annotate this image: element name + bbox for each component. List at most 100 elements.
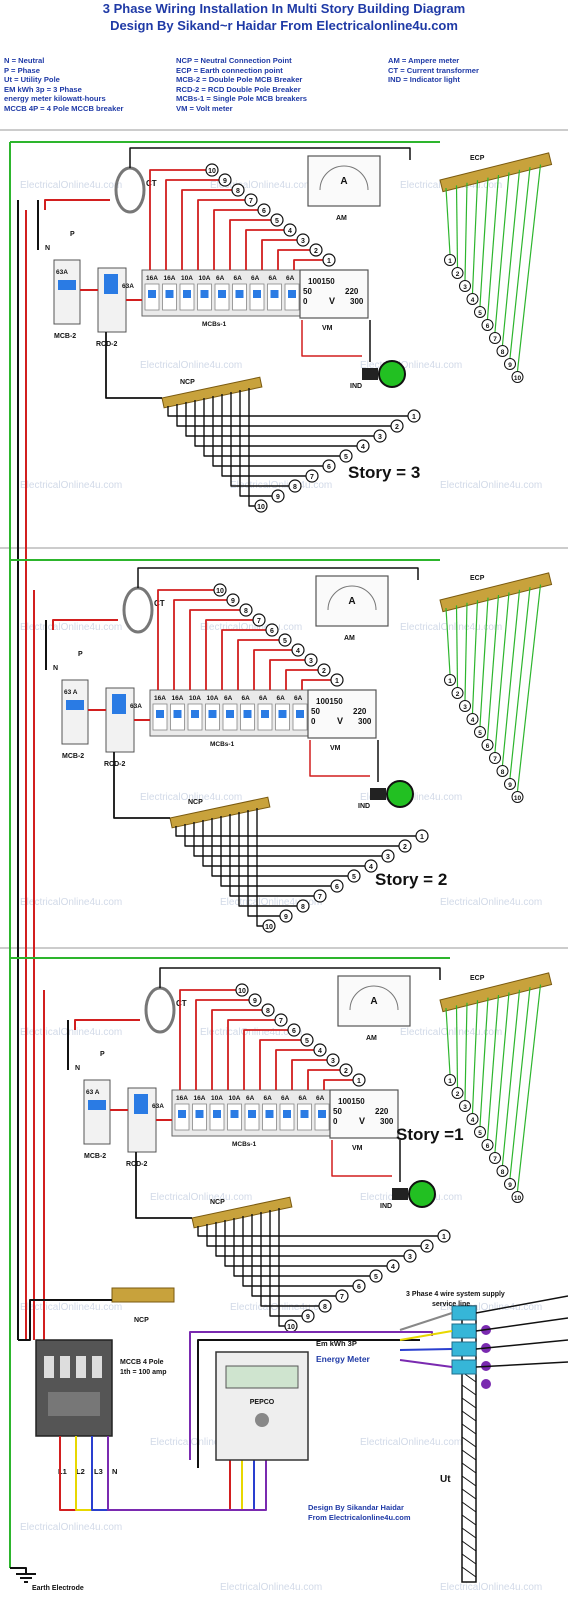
- circuit-number-circle: [274, 1013, 288, 1027]
- circuit-phase-wire: [259, 1039, 301, 1090]
- earth-lead: [471, 600, 479, 714]
- utility-pole-lattice: [461, 1384, 477, 1396]
- circuit-phase-wire: [323, 1079, 353, 1090]
- circuit-number-circle: [504, 778, 516, 790]
- circuit-phase-wire: [253, 649, 292, 690]
- circuit-number-circle: [252, 613, 266, 627]
- ct-label: CT: [146, 179, 157, 188]
- circuit-phase-wire: [221, 629, 266, 690]
- earth-lead: [494, 592, 510, 753]
- circuit-number: 2: [344, 1068, 348, 1075]
- circuit-neutral-wire: [206, 1224, 421, 1247]
- mccb-breaker: [35, 1339, 113, 1437]
- circuit-number: 1: [442, 1234, 446, 1241]
- circuit-number: 1: [448, 678, 452, 685]
- diagram-title: 3 Phase Wiring Installation In Multi Sto…: [102, 1, 466, 16]
- ncp-bus-bar: [161, 376, 263, 409]
- circuit-number-circle: [352, 1073, 366, 1087]
- circuit-number: 8: [301, 904, 305, 911]
- mcb-toggle: [230, 1110, 239, 1118]
- mccb-label: MCCB 4 Pole: [120, 1359, 164, 1366]
- volt-meter-letter: V: [337, 716, 343, 726]
- circuit-number: 7: [257, 618, 261, 625]
- mcb-rating: 6A: [277, 695, 286, 702]
- circuit-number-circle: [287, 1023, 301, 1037]
- circuit-phase-wire: [301, 679, 331, 690]
- legend-item: MCB-2 = Double Pole MCB Breaker: [176, 75, 303, 85]
- circuit-number-circle: [326, 1053, 340, 1067]
- bottom-neutral-wire: [18, 1299, 112, 1341]
- circuit-number: 7: [279, 1018, 283, 1025]
- supply-label: service line: [432, 1301, 470, 1308]
- circuit-phase-wire: [173, 599, 227, 690]
- ncp-feed: [135, 1152, 192, 1219]
- legend-item: MCCB 4P = 4 Pole MCCB breaker: [4, 103, 124, 113]
- service-line: [475, 1361, 568, 1368]
- mcb-rating: 6A: [316, 1095, 325, 1102]
- story-label: Story =1: [396, 1125, 464, 1144]
- mccb-line-label: L3: [94, 1467, 103, 1476]
- rcd2-face: [104, 274, 118, 294]
- circuit-number-circle: [279, 909, 293, 923]
- indicator-light: [386, 780, 414, 808]
- earth-lead: [479, 177, 489, 307]
- volt-meter-letter: V: [329, 296, 335, 306]
- legend-item: energy meter kilowatt-hours: [4, 94, 106, 104]
- rcd2-face: [112, 694, 126, 714]
- circuit-number-circle: [244, 193, 258, 207]
- indicator-base: [392, 1188, 408, 1200]
- earth-lead: [494, 992, 510, 1153]
- phase-label: P: [78, 651, 83, 658]
- circuit-number-circle: [481, 739, 494, 751]
- circuit-number: 2: [456, 1091, 460, 1098]
- mcb-rating: 6A: [234, 275, 243, 282]
- mcb-toggle: [296, 710, 304, 718]
- circuit-number-circle: [339, 449, 353, 463]
- circuit-number: 3: [408, 1254, 412, 1261]
- ct-lead: [159, 967, 441, 988]
- mcb2-toggle: [66, 700, 84, 710]
- ncp-label: NCP: [188, 799, 203, 806]
- circuit-neutral-wire: [251, 1214, 336, 1297]
- circuit-neutral-wire: [242, 1216, 353, 1287]
- circuit-phase-wire: [307, 1069, 340, 1090]
- mcb-toggle: [226, 710, 234, 718]
- circuit-number-circle: [451, 267, 464, 279]
- mcb2-rating: 63 A: [64, 689, 78, 696]
- earth-lead: [509, 587, 531, 779]
- volt-meter-label: VM: [322, 325, 333, 332]
- utility-pole-lattice: [461, 1527, 477, 1539]
- circuit-number-circle: [504, 358, 516, 370]
- service-drop-wire: [399, 1312, 453, 1331]
- circuit-number-circle: [248, 993, 262, 1007]
- earth-lead: [516, 984, 542, 1192]
- volt-meter-scale: 220: [375, 1107, 389, 1116]
- watermark-text: ElectricalOnline4u.com: [200, 622, 302, 633]
- circuit-number-circle: [481, 1139, 494, 1151]
- insulator: [481, 1379, 491, 1389]
- circuit-number: 2: [314, 248, 318, 255]
- ct-coil: [122, 586, 154, 634]
- circuit-neutral-wire: [212, 396, 323, 467]
- ampere-meter-scale: [327, 585, 377, 611]
- mcb-rating: 6A: [224, 695, 233, 702]
- circuit-neutral-wire: [211, 818, 348, 877]
- watermark-text: ElectricalOnline4u.com: [210, 180, 312, 191]
- watermark-text: ElectricalOnline4u.com: [200, 1027, 302, 1038]
- circuit-phase-wire: [293, 259, 323, 270]
- mcb2-toggle: [88, 1100, 106, 1110]
- mcb-rating: 16A: [154, 695, 166, 702]
- utility-pole-lattice: [461, 1449, 477, 1461]
- earth-lead: [501, 169, 521, 346]
- circuit-number-circle: [504, 1178, 516, 1190]
- supply-wire: [107, 1436, 267, 1511]
- circuit-phase-wire: [243, 1029, 288, 1090]
- mcb-toggle: [278, 710, 287, 718]
- ecp-bus-bar: [439, 972, 553, 1013]
- circuit-neutral-wire: [184, 824, 399, 847]
- energy-meter-display: [225, 1365, 299, 1389]
- bottom-ncp-bus-bar: [111, 1287, 175, 1303]
- circuit-number-circle: [335, 1289, 349, 1303]
- circuit-phase-wire: [189, 609, 240, 690]
